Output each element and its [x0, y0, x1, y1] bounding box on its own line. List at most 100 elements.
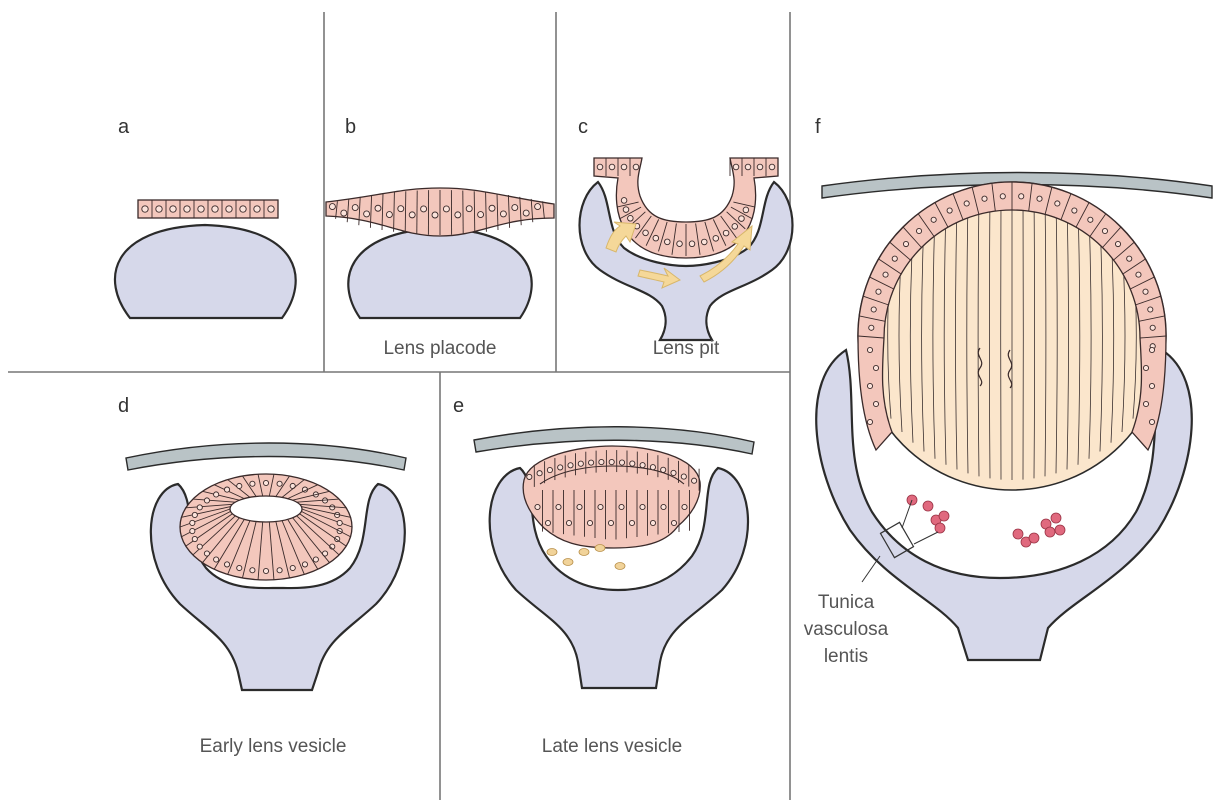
panel-b-caption: Lens placode	[383, 338, 496, 359]
panel-c-caption: Lens pit	[653, 338, 720, 359]
panel-d: d Early lens vesicle	[118, 395, 406, 757]
cell-nucleus	[512, 205, 518, 211]
cell-nucleus	[630, 461, 635, 466]
blood-cell	[923, 501, 933, 511]
cell-nucleus	[609, 164, 615, 170]
cell-nucleus	[682, 504, 687, 509]
cell-nucleus	[558, 465, 563, 470]
cell-nucleus	[692, 478, 697, 483]
cell-nucleus	[302, 562, 307, 567]
cell-nucleus	[204, 551, 209, 556]
mesenchyme-cell	[615, 563, 625, 570]
panel-b: b Lens placode	[326, 116, 554, 359]
panel-e: e Late lens vesicle	[453, 395, 754, 757]
cell-nucleus	[653, 235, 659, 241]
cell-nucleus	[455, 212, 461, 218]
cell-nucleus	[671, 470, 676, 475]
cell-nucleus	[547, 467, 552, 472]
panel-e-caption: Late lens vesicle	[542, 736, 682, 757]
blood-cell	[939, 511, 949, 521]
cell-nucleus	[545, 520, 550, 525]
cell-nucleus	[142, 206, 148, 212]
cell-nucleus	[535, 204, 541, 210]
cell-nucleus	[597, 164, 603, 170]
cell-nucleus	[192, 512, 197, 517]
cell-nucleus	[743, 207, 749, 213]
cell-nucleus	[745, 164, 751, 170]
cell-nucleus	[535, 504, 540, 509]
cell-nucleus	[329, 204, 335, 210]
cell-nucleus	[871, 307, 876, 312]
cell-nucleus	[982, 196, 987, 201]
blood-cell	[1013, 529, 1023, 539]
cell-nucleus	[204, 498, 209, 503]
cell-nucleus	[1055, 201, 1060, 206]
panel-f: f Tunica vasculosa lentis	[804, 116, 1212, 667]
cell-nucleus	[1149, 383, 1154, 388]
cell-nucleus	[240, 206, 246, 212]
panel-b-optic-vesicle	[348, 228, 531, 318]
cell-nucleus	[650, 520, 655, 525]
cell-nucleus	[916, 228, 921, 233]
cell-nucleus	[599, 459, 604, 464]
cell-nucleus	[214, 557, 219, 562]
cell-nucleus	[190, 528, 195, 533]
cell-nucleus	[643, 230, 649, 236]
cell-nucleus	[677, 241, 683, 247]
cell-wall	[405, 191, 406, 233]
cell-nucleus	[640, 463, 645, 468]
cell-nucleus	[1127, 256, 1132, 261]
panel-c-letter: c	[578, 116, 588, 138]
panel-d-surface-ectoderm	[126, 443, 406, 470]
cell-nucleus	[867, 419, 872, 424]
cell-nucleus	[500, 211, 506, 217]
panel-e-letter: e	[453, 395, 464, 417]
cell-nucleus	[432, 212, 438, 218]
cell-nucleus	[629, 520, 634, 525]
cell-nucleus	[623, 207, 629, 213]
cell-nucleus	[537, 471, 542, 476]
cell-nucleus	[873, 401, 878, 406]
cell-nucleus	[254, 206, 260, 212]
mesenchyme-cell	[595, 545, 605, 552]
cell-nucleus	[250, 568, 255, 573]
cell-nucleus	[587, 520, 592, 525]
blood-cell	[1045, 527, 1055, 537]
panel-b-letter: b	[345, 116, 356, 138]
panel-a-letter: a	[118, 116, 130, 138]
cell-nucleus	[197, 505, 202, 510]
cell-nucleus	[386, 212, 392, 218]
cell-nucleus	[723, 230, 729, 236]
cell-nucleus	[1072, 208, 1077, 213]
cell-nucleus	[671, 520, 676, 525]
cell-nucleus	[268, 206, 274, 212]
cell-nucleus	[1149, 347, 1154, 352]
cell-nucleus	[661, 467, 666, 472]
panel-c: c Lens pit	[578, 116, 793, 359]
panel-f-label-line1: Tunica	[818, 592, 875, 613]
cell-nucleus	[757, 164, 763, 170]
cell-nucleus	[577, 504, 582, 509]
cell-nucleus	[1148, 307, 1153, 312]
panel-d-lens-vesicle-wall	[180, 474, 352, 580]
cell-nucleus	[156, 206, 162, 212]
panel-d-lens-lumen	[230, 496, 302, 522]
panel-d-letter: d	[118, 395, 129, 417]
cell-nucleus	[198, 206, 204, 212]
blood-cell	[1029, 533, 1039, 543]
mesenchyme-cell	[579, 549, 589, 556]
cell-nucleus	[1143, 289, 1148, 294]
cell-nucleus	[184, 206, 190, 212]
cell-nucleus	[290, 565, 295, 570]
cell-nucleus	[873, 365, 878, 370]
cell-nucleus	[170, 206, 176, 212]
cell-nucleus	[277, 481, 282, 486]
cell-nucleus	[867, 347, 872, 352]
panel-f-label-line2: vasculosa	[804, 619, 889, 640]
cell-nucleus	[224, 487, 229, 492]
cell-nucleus	[1037, 196, 1042, 201]
cell-nucleus	[876, 289, 881, 294]
cell-nucleus	[330, 505, 335, 510]
panel-a-optic-vesicle	[115, 225, 296, 318]
